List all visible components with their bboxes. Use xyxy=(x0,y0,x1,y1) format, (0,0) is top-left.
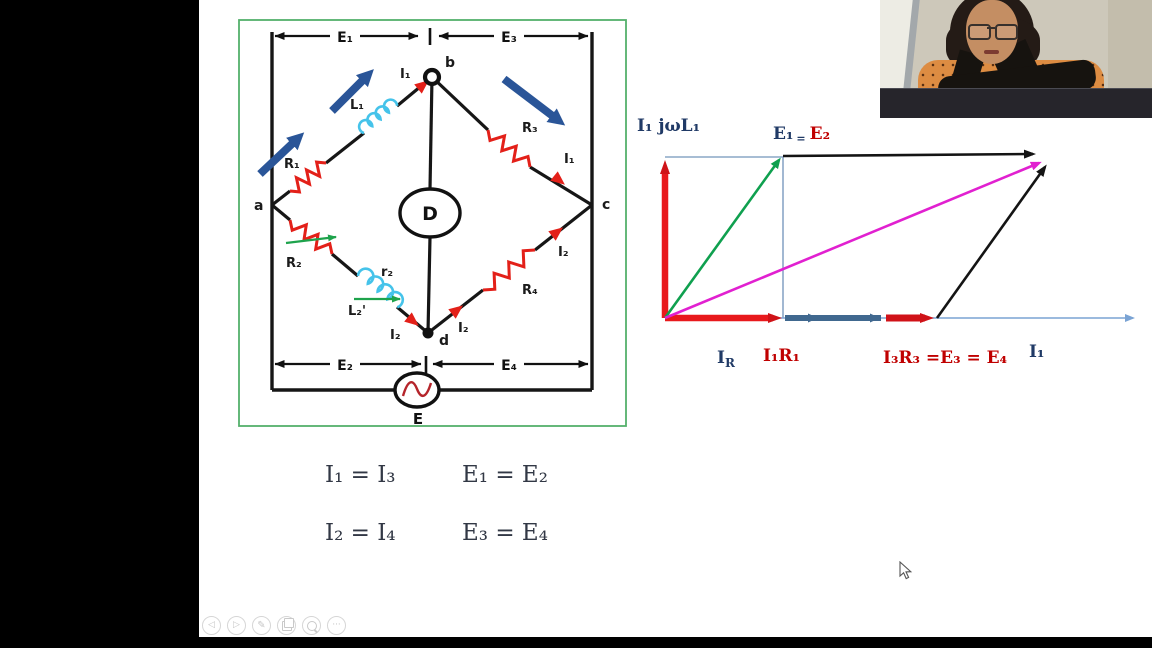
more-button[interactable]: ··· xyxy=(327,616,346,635)
annotation-toolbar: ◁ ▷ ✎ ··· xyxy=(202,616,346,635)
sine-wave xyxy=(401,381,433,397)
left-letterbox-bar xyxy=(0,0,199,648)
more-icon: ··· xyxy=(332,620,341,630)
pen-icon: ✎ xyxy=(257,619,266,631)
previous-button[interactable]: ◁ xyxy=(202,616,221,635)
current-arrowheads xyxy=(404,80,565,326)
steel-chevron-1 xyxy=(808,313,818,323)
zoom-button[interactable] xyxy=(302,616,321,635)
equation-i2-i4: I₂ = I₄ xyxy=(325,520,396,546)
phasor-diagram: I₁ jωL₁ E₁=E₂ IR I₁R₁ I₃R₃ =E₃ = E₄ I₁ xyxy=(637,116,1135,370)
vector-e1e2 xyxy=(663,157,781,319)
label-r4: R₄ xyxy=(522,283,538,298)
direction-block-arrows xyxy=(257,69,566,177)
resistor-r3 xyxy=(486,129,532,168)
node-label-a: a xyxy=(254,198,263,214)
pen-button[interactable]: ✎ xyxy=(252,616,271,635)
circuit-frame xyxy=(238,19,627,427)
desk-laptop xyxy=(880,88,1152,118)
resistor-r2 xyxy=(288,219,334,255)
node-label-b: b xyxy=(445,55,455,71)
block-arrow-l1 xyxy=(329,69,374,114)
inductor-l1 xyxy=(357,98,399,135)
equation-e3-e4: E₃ = E₄ xyxy=(462,520,548,546)
vector-diag-black xyxy=(935,164,1047,319)
label-l1: L₁ xyxy=(350,98,364,113)
next-icon: ▷ xyxy=(233,620,240,630)
balance-equations: I₁ = I₃ E₁ = E₂ I₂ = I₄ E₃ = E₄ xyxy=(300,458,580,568)
bridge-circuit-diagram: E₁ E₃ E₂ E₄ xyxy=(238,19,627,427)
resistor-r1 xyxy=(289,160,327,194)
label-i1jwl1: I₁ jωL₁ xyxy=(637,116,700,136)
copy-icon xyxy=(281,617,294,631)
inductor-l2 xyxy=(356,267,405,309)
label-r2-small: r₂ xyxy=(381,265,393,280)
dimension-top: E₁ E₃ xyxy=(274,28,589,46)
presenter-mouth xyxy=(984,50,999,54)
label-i1-top: I₁ xyxy=(400,67,411,82)
arm-b-c xyxy=(430,75,593,207)
balance-arrow-r2 xyxy=(285,234,337,245)
label-i2-left: I₂ xyxy=(390,328,401,343)
magnifier-icon xyxy=(306,620,317,631)
source-label: E xyxy=(413,410,423,427)
ac-source: E xyxy=(393,371,441,427)
label-i2-mid: I₂ xyxy=(458,321,469,336)
block-arrow-r3 xyxy=(501,75,566,126)
label-i1r1: I₁R₁ xyxy=(763,346,800,366)
copy-button[interactable] xyxy=(277,616,296,635)
label-i1-axis: I₁ xyxy=(1029,342,1044,362)
equation-i1-i3: I₁ = I₃ xyxy=(325,462,396,488)
presenter-glasses xyxy=(968,24,1018,40)
label-l2: L₂' xyxy=(348,304,366,319)
detector-branch: D xyxy=(398,76,462,334)
dimension-bottom: E₂ E₄ xyxy=(274,356,589,374)
detector-label: D xyxy=(422,203,438,225)
construction-lines xyxy=(665,156,784,318)
label-ir: IR xyxy=(717,348,736,370)
webcam-overlay xyxy=(880,0,1152,118)
bottom-letterbox-bar xyxy=(0,637,1152,648)
label-i1-right: I₁ xyxy=(564,152,575,167)
dim-label-e2: E₂ xyxy=(337,358,353,374)
detector xyxy=(398,187,462,239)
steel-chevron-2 xyxy=(870,313,880,323)
dim-label-e4: E₄ xyxy=(501,358,517,374)
previous-icon: ◁ xyxy=(208,620,215,630)
label-i2-upper: I₂ xyxy=(558,245,569,260)
dim-label-e1: E₁ xyxy=(337,30,353,46)
mouse-cursor xyxy=(899,561,913,580)
label-r3: R₃ xyxy=(522,121,538,136)
dim-label-e3: E₃ xyxy=(501,30,517,46)
label-r2: R₂ xyxy=(286,256,302,271)
outer-wires xyxy=(270,32,594,392)
node-b xyxy=(422,67,442,87)
label-r1: R₁ xyxy=(284,157,300,172)
node-d xyxy=(422,327,434,339)
node-label-c: c xyxy=(602,197,610,213)
wall-corner-shade xyxy=(1108,0,1152,95)
block-arrow-r1 xyxy=(257,132,305,177)
label-e1-e2: E₁=E₂ xyxy=(773,124,830,145)
resistor-r4 xyxy=(482,248,536,292)
vector-top-black xyxy=(782,149,1036,159)
next-button[interactable]: ▷ xyxy=(227,616,246,635)
label-i3r3: I₃R₃ =E₃ = E₄ xyxy=(883,348,1007,368)
equation-e1-e2: E₁ = E₂ xyxy=(462,462,548,488)
vector-resultant-e xyxy=(664,161,1042,320)
node-label-d: d xyxy=(439,333,449,349)
